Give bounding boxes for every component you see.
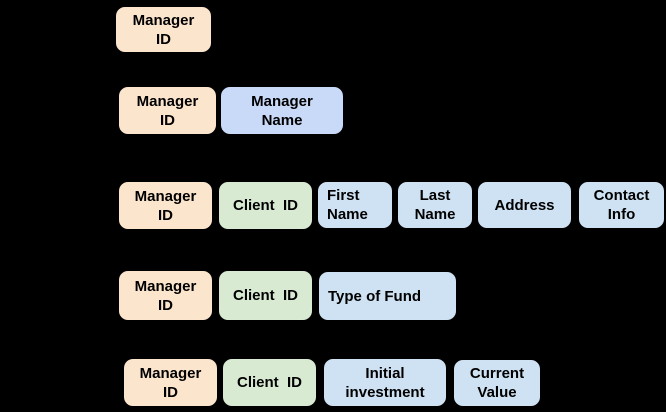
entity-box-contact-info: Contact Info xyxy=(578,181,665,229)
entity-box-client-id: Client ID xyxy=(218,270,313,321)
entity-box-manager-name: Manager Name xyxy=(220,86,344,135)
entity-box-label: Manager ID xyxy=(139,364,202,401)
entity-box-label: Last Name xyxy=(414,187,456,223)
entity-box-first-name: First Name xyxy=(317,181,393,229)
entity-box-last-name: Last Name xyxy=(397,181,473,229)
entity-box-label: Manager ID xyxy=(132,11,195,48)
entity-box-label: Client ID xyxy=(232,197,298,214)
entity-box-address: Address xyxy=(477,181,572,229)
entity-box-label: Current Value xyxy=(469,365,525,401)
entity-box-client-id: Client ID xyxy=(222,358,317,407)
entity-box-label: Manager ID xyxy=(134,277,197,314)
entity-box-label: Address xyxy=(494,196,555,214)
entity-box-label: Manager ID xyxy=(136,92,199,129)
entity-box-label: Initial investment xyxy=(345,364,425,401)
entity-box-label: Type of Fund xyxy=(328,287,422,305)
entity-box-manager-id: Manager ID xyxy=(118,86,217,135)
entity-box-current-value: Current Value xyxy=(453,359,541,407)
entity-box-label: Manager ID xyxy=(134,187,197,224)
entity-box-client-id: Client ID xyxy=(218,181,313,230)
entity-box-label: Contact Info xyxy=(593,187,650,223)
entity-box-label: Client ID xyxy=(232,287,298,304)
entity-box-label: First Name xyxy=(327,187,368,223)
entity-box-type-of-fund: Type of Fund xyxy=(318,271,457,321)
entity-box-manager-id: Manager ID xyxy=(118,181,213,230)
entity-box-label: Client ID xyxy=(236,374,302,391)
entity-box-manager-id: Manager ID xyxy=(118,270,213,321)
entity-box-manager-id: Manager ID xyxy=(123,358,218,407)
entity-box-manager-id: Manager ID xyxy=(115,6,212,53)
entity-box-initial-investment: Initial investment xyxy=(323,358,447,407)
entity-box-label: Manager Name xyxy=(251,92,313,129)
